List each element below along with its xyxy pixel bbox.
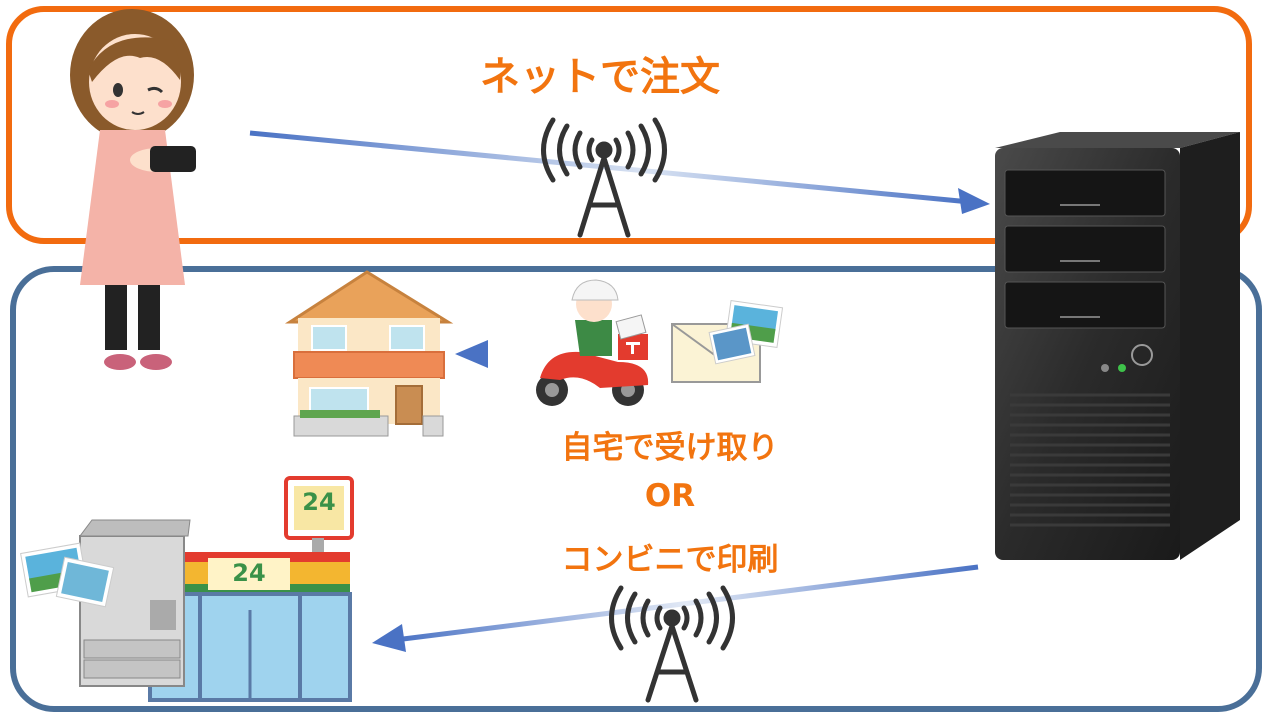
delivery-section-frame: [10, 266, 1262, 712]
printer-icon: [20, 519, 191, 687]
antenna-icon: [609, 585, 735, 703]
woman-with-phone-icon: [70, 9, 196, 370]
order-arrow: [249, 130, 990, 214]
store-pole-sign-text: 24: [302, 488, 336, 516]
order-online-title: ネットで注文: [480, 54, 720, 100]
server-icon: [995, 132, 1240, 560]
mail-delivery-scooter-icon: [536, 279, 649, 406]
envelope-with-photos-icon: [671, 300, 784, 383]
house-icon: [284, 270, 454, 437]
storefront-sign-text: 24: [232, 559, 266, 587]
convenience-arrow: [372, 564, 979, 652]
receive-at-home-label: 自宅で受け取り: [561, 430, 779, 466]
order-section-frame: [6, 6, 1252, 244]
antenna-icon: [541, 117, 667, 238]
or-label: OR: [644, 478, 696, 514]
print-at-convenience-store-label: コンビニで印刷: [561, 542, 779, 578]
